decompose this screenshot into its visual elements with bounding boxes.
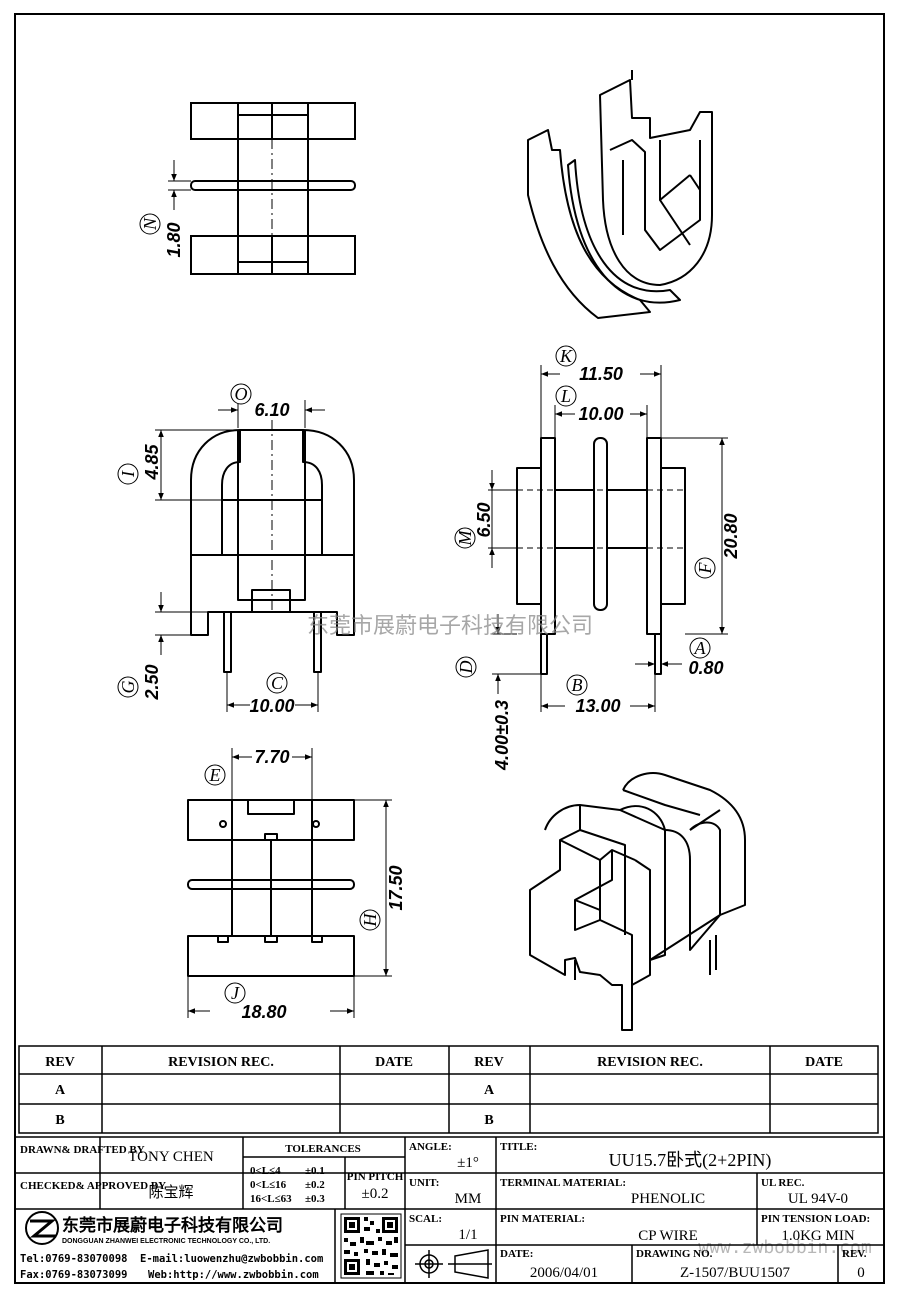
label-f: F xyxy=(695,562,715,575)
tol-value-1: ±0.1 xyxy=(305,1165,325,1177)
company-logo xyxy=(25,1211,59,1245)
dim-d: 4.00±0.3 xyxy=(492,700,512,771)
company-tel: Tel:0769-83070098 xyxy=(20,1253,127,1265)
bottom-view xyxy=(187,799,355,977)
company-web: Web:http://www.zwbobbin.com xyxy=(148,1269,319,1281)
drawn-label: DRAWN& DRAFTED BY xyxy=(20,1144,145,1156)
label-i: I xyxy=(118,470,138,478)
drawing-no-label: DRAWING NO. xyxy=(636,1248,713,1260)
label-g: G xyxy=(118,681,138,694)
rev-header-3: DATE xyxy=(375,1055,413,1070)
label-a: A xyxy=(694,638,707,658)
projection-symbol-icon xyxy=(415,1249,492,1279)
pin-tension-label: PIN TENSION LOAD: xyxy=(761,1213,870,1225)
terminal-material-value: PHENOLIC xyxy=(631,1191,705,1207)
rev-row-b-left: B xyxy=(55,1113,64,1128)
rev-header-6: DATE xyxy=(805,1055,843,1070)
company-name-en: DONGGUAN ZHANWEI ELECTRONIC TECHNOLOGY C… xyxy=(62,1238,270,1245)
rev-header-2: REVISION REC. xyxy=(168,1055,274,1070)
tol-value-3: ±0.3 xyxy=(305,1193,325,1205)
unit-value: MM xyxy=(455,1191,482,1207)
dim-m: 6.50 xyxy=(474,502,494,537)
title-label: TITLE: xyxy=(500,1141,537,1153)
revision-table xyxy=(18,1045,879,1134)
drawn-value: TONY CHEN xyxy=(128,1149,214,1165)
terminal-material-label: TERMINAL MATERIAL: xyxy=(500,1177,626,1189)
rev-value: 0 xyxy=(857,1265,865,1281)
ul-rec-value: UL 94V-0 xyxy=(788,1191,848,1207)
rev-label: REV. xyxy=(842,1248,867,1260)
dim-l: 10.00 xyxy=(578,404,623,424)
company-email: E-mail:luowenzhu@zwbobbin.com xyxy=(140,1253,323,1265)
title-block xyxy=(14,1136,885,1284)
dim-e: 7.70 xyxy=(254,747,289,767)
qr-code xyxy=(340,1213,402,1279)
label-j: J xyxy=(231,983,240,1003)
label-k: K xyxy=(559,346,573,366)
label-c: C xyxy=(271,673,284,693)
top-view xyxy=(190,102,356,275)
rev-header-4: REV xyxy=(474,1055,504,1070)
side-view-dims xyxy=(454,345,728,712)
label-n: N xyxy=(140,217,160,231)
checked-value: 陈宝辉 xyxy=(148,1183,193,1201)
angle-value: ±1° xyxy=(457,1155,479,1171)
dim-o: 6.10 xyxy=(254,400,289,420)
angle-label: ANGLE: xyxy=(409,1141,452,1153)
rev-header-1: REV xyxy=(45,1055,75,1070)
side-view xyxy=(516,437,686,675)
tol-range-2: 0<L≤16 xyxy=(250,1179,287,1191)
rev-row-a-right: A xyxy=(484,1083,495,1098)
rev-header-5: REVISION REC. xyxy=(597,1055,703,1070)
pin-pitch-value: ±0.2 xyxy=(362,1186,389,1202)
dim-f: 20.80 xyxy=(721,513,741,559)
dim-h: 17.50 xyxy=(386,865,406,910)
dim-c: 10.00 xyxy=(249,696,294,716)
rev-row-a-left: A xyxy=(55,1083,66,1098)
label-b: B xyxy=(572,675,583,695)
date-label: DATE: xyxy=(500,1248,533,1260)
scale-value: 1/1 xyxy=(458,1227,477,1243)
unit-label: UNIT: xyxy=(409,1177,439,1189)
title-value: UU15.7卧式(2+2PIN) xyxy=(609,1150,772,1171)
n-dimension xyxy=(139,160,191,235)
watermark-company: 东莞市展蔚电子科技有限公司 xyxy=(307,614,593,639)
tol-range-3: 16<L≤63 xyxy=(250,1193,292,1205)
dim-i: 4.85 xyxy=(142,444,162,481)
pin-material-value: CP WIRE xyxy=(638,1228,698,1244)
checked-label: CHECKED& APPROVED BY xyxy=(20,1180,166,1192)
label-m: M xyxy=(455,530,475,547)
tolerances-label: TOLERANCES xyxy=(285,1143,361,1155)
dim-k: 11.50 xyxy=(579,364,623,384)
label-l: L xyxy=(560,386,571,406)
rev-row-b-right: B xyxy=(484,1113,493,1128)
label-e: E xyxy=(209,765,221,785)
date-value: 2006/04/01 xyxy=(530,1265,598,1281)
dim-j: 18.80 xyxy=(241,1002,286,1022)
dim-b: 13.00 xyxy=(575,696,620,716)
dim-n: 1.80 xyxy=(164,222,184,257)
dim-a: 0.80 xyxy=(688,658,723,678)
pin-material-label: PIN MATERIAL: xyxy=(500,1213,585,1225)
pin-pitch-label: PIN PITCH xyxy=(347,1171,404,1183)
iso-view-top xyxy=(527,70,713,319)
tol-value-2: ±0.2 xyxy=(305,1179,325,1191)
label-h: H xyxy=(360,913,380,928)
iso-view-bottom xyxy=(529,772,746,1031)
dim-g: 2.50 xyxy=(142,664,162,700)
drawing-no-value: Z-1507/BUU1507 xyxy=(680,1265,790,1281)
label-d: D xyxy=(456,661,476,675)
company-name-cn: 东莞市展蔚电子科技有限公司 xyxy=(62,1215,283,1236)
label-o: O xyxy=(235,384,248,404)
front-view-dims xyxy=(117,383,325,712)
bottom-view-dims xyxy=(187,748,392,1018)
watermark-url: www.zwbobbin.com xyxy=(698,1237,871,1258)
front-view xyxy=(190,420,355,673)
company-fax: Fax:0769-83073099 xyxy=(20,1269,127,1281)
ul-rec-label: UL REC. xyxy=(761,1177,805,1189)
pin-tension-value: 1.0KG MIN xyxy=(781,1228,854,1244)
tol-range-1: 0<L≤4 xyxy=(250,1165,281,1177)
scale-label: SCAL: xyxy=(409,1213,442,1225)
